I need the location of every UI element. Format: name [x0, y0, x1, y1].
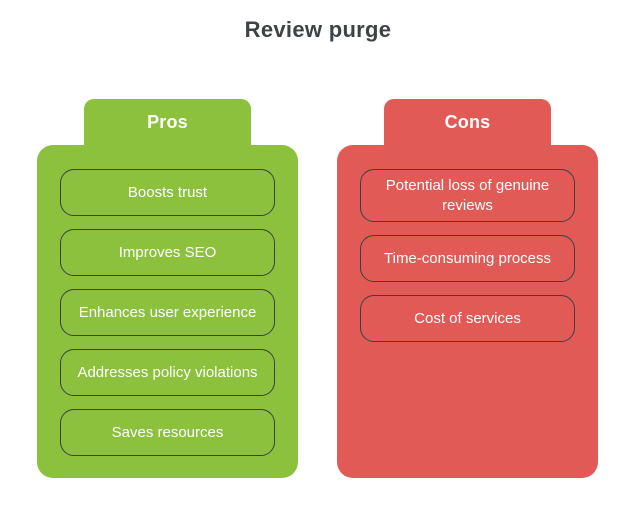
- pros-item: Improves SEO: [60, 229, 275, 276]
- cons-item: Cost of services: [360, 295, 575, 342]
- pros-item: Saves resources: [60, 409, 275, 456]
- pros-item: Boosts trust: [60, 169, 275, 216]
- cons-item: Time-consuming process: [360, 235, 575, 282]
- cons-header-label: Cons: [444, 111, 491, 132]
- pros-header-tab: Pros: [84, 99, 251, 145]
- cons-panel: Potential loss of genuine reviews Time-c…: [337, 145, 598, 478]
- cons-header-tab: Cons: [384, 99, 551, 145]
- pros-column: Pros Boosts trust Improves SEO Enhances …: [37, 99, 298, 478]
- pros-item: Enhances user experience: [60, 289, 275, 336]
- pros-header-label: Pros: [147, 111, 188, 132]
- cons-column: Cons Potential loss of genuine reviews T…: [337, 99, 598, 478]
- pros-panel: Boosts trust Improves SEO Enhances user …: [37, 145, 298, 478]
- cons-item: Potential loss of genuine reviews: [360, 169, 575, 222]
- page-title: Review purge: [244, 17, 392, 42]
- pros-item: Addresses policy violations: [60, 349, 275, 396]
